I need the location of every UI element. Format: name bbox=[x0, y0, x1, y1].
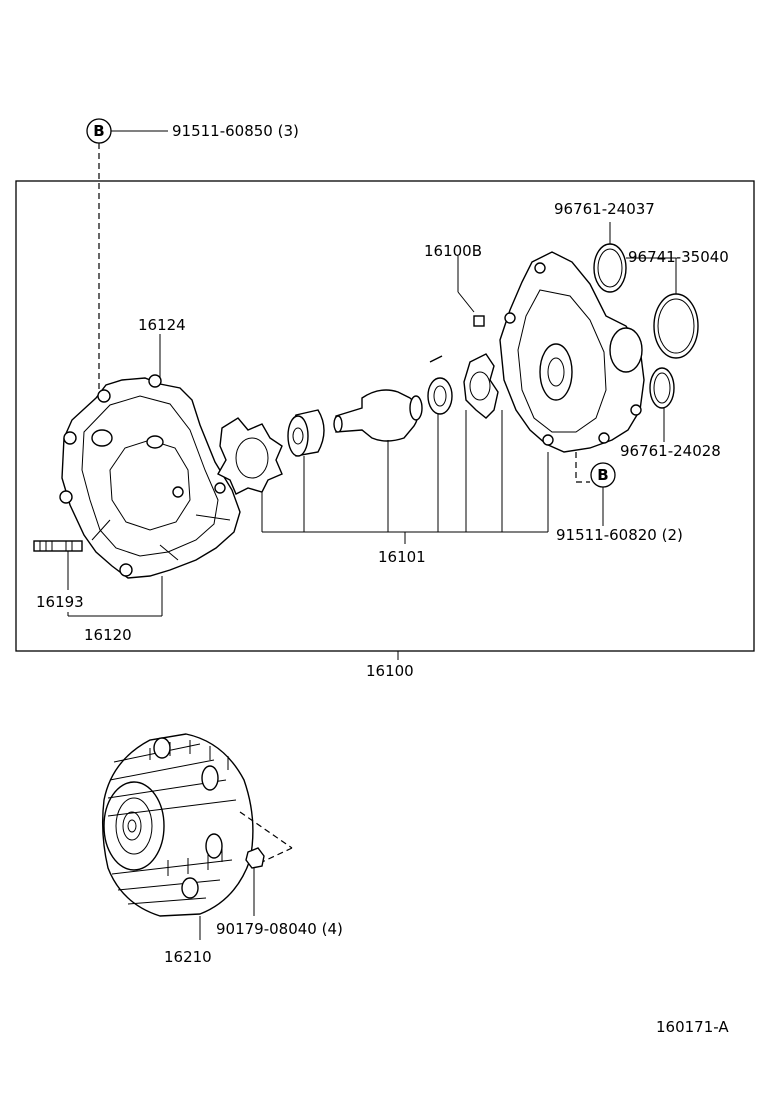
seal bbox=[287, 409, 325, 457]
o-ring-low bbox=[649, 367, 675, 409]
label-kit: 16101 bbox=[378, 548, 426, 566]
pump-body bbox=[59, 374, 241, 579]
label-assembly: 16100 bbox=[366, 662, 414, 680]
impeller bbox=[217, 417, 283, 495]
label-body: 16120 bbox=[84, 626, 132, 644]
label-bolt-b-upper: 91511-60850 (3) bbox=[172, 122, 299, 140]
label-pin: 16100B bbox=[424, 242, 482, 260]
callout-b-lower-letter: B bbox=[597, 466, 608, 484]
rear-housing bbox=[499, 251, 645, 453]
label-oring-top: 96761-24037 bbox=[554, 200, 655, 218]
callout-b-lower: B bbox=[575, 452, 616, 526]
label-cover: 16124 bbox=[138, 316, 186, 334]
drawing-number: 160171-A bbox=[656, 1018, 729, 1036]
pin bbox=[473, 315, 485, 327]
bracket-16101 bbox=[261, 410, 549, 544]
nut-dash-1 bbox=[239, 811, 293, 849]
key bbox=[429, 355, 443, 363]
label-oring-mid: 96741-35040 bbox=[628, 248, 729, 266]
label-bolt-b-lower: 91511-60820 (2) bbox=[556, 526, 683, 544]
label-fan-clutch: 16210 bbox=[164, 948, 212, 966]
nut bbox=[245, 847, 265, 916]
label-oring-low: 96761-24028 bbox=[620, 442, 721, 460]
snap-ring bbox=[427, 377, 453, 415]
callout-b-upper-letter: B bbox=[93, 122, 104, 140]
bracket-16120 bbox=[67, 576, 163, 617]
hub-flange bbox=[463, 353, 499, 419]
fan-clutch bbox=[101, 733, 254, 917]
nut-dash-2 bbox=[261, 847, 293, 863]
shaft-bearing bbox=[333, 389, 423, 442]
assembly-frame bbox=[15, 180, 755, 652]
stud-bolt bbox=[33, 540, 83, 590]
callout-b-upper: B bbox=[86, 118, 168, 400]
label-nut: 90179-08040 (4) bbox=[216, 920, 343, 938]
label-stud: 16193 bbox=[36, 593, 84, 611]
o-ring-mid bbox=[653, 293, 699, 359]
o-ring-top bbox=[593, 243, 627, 293]
